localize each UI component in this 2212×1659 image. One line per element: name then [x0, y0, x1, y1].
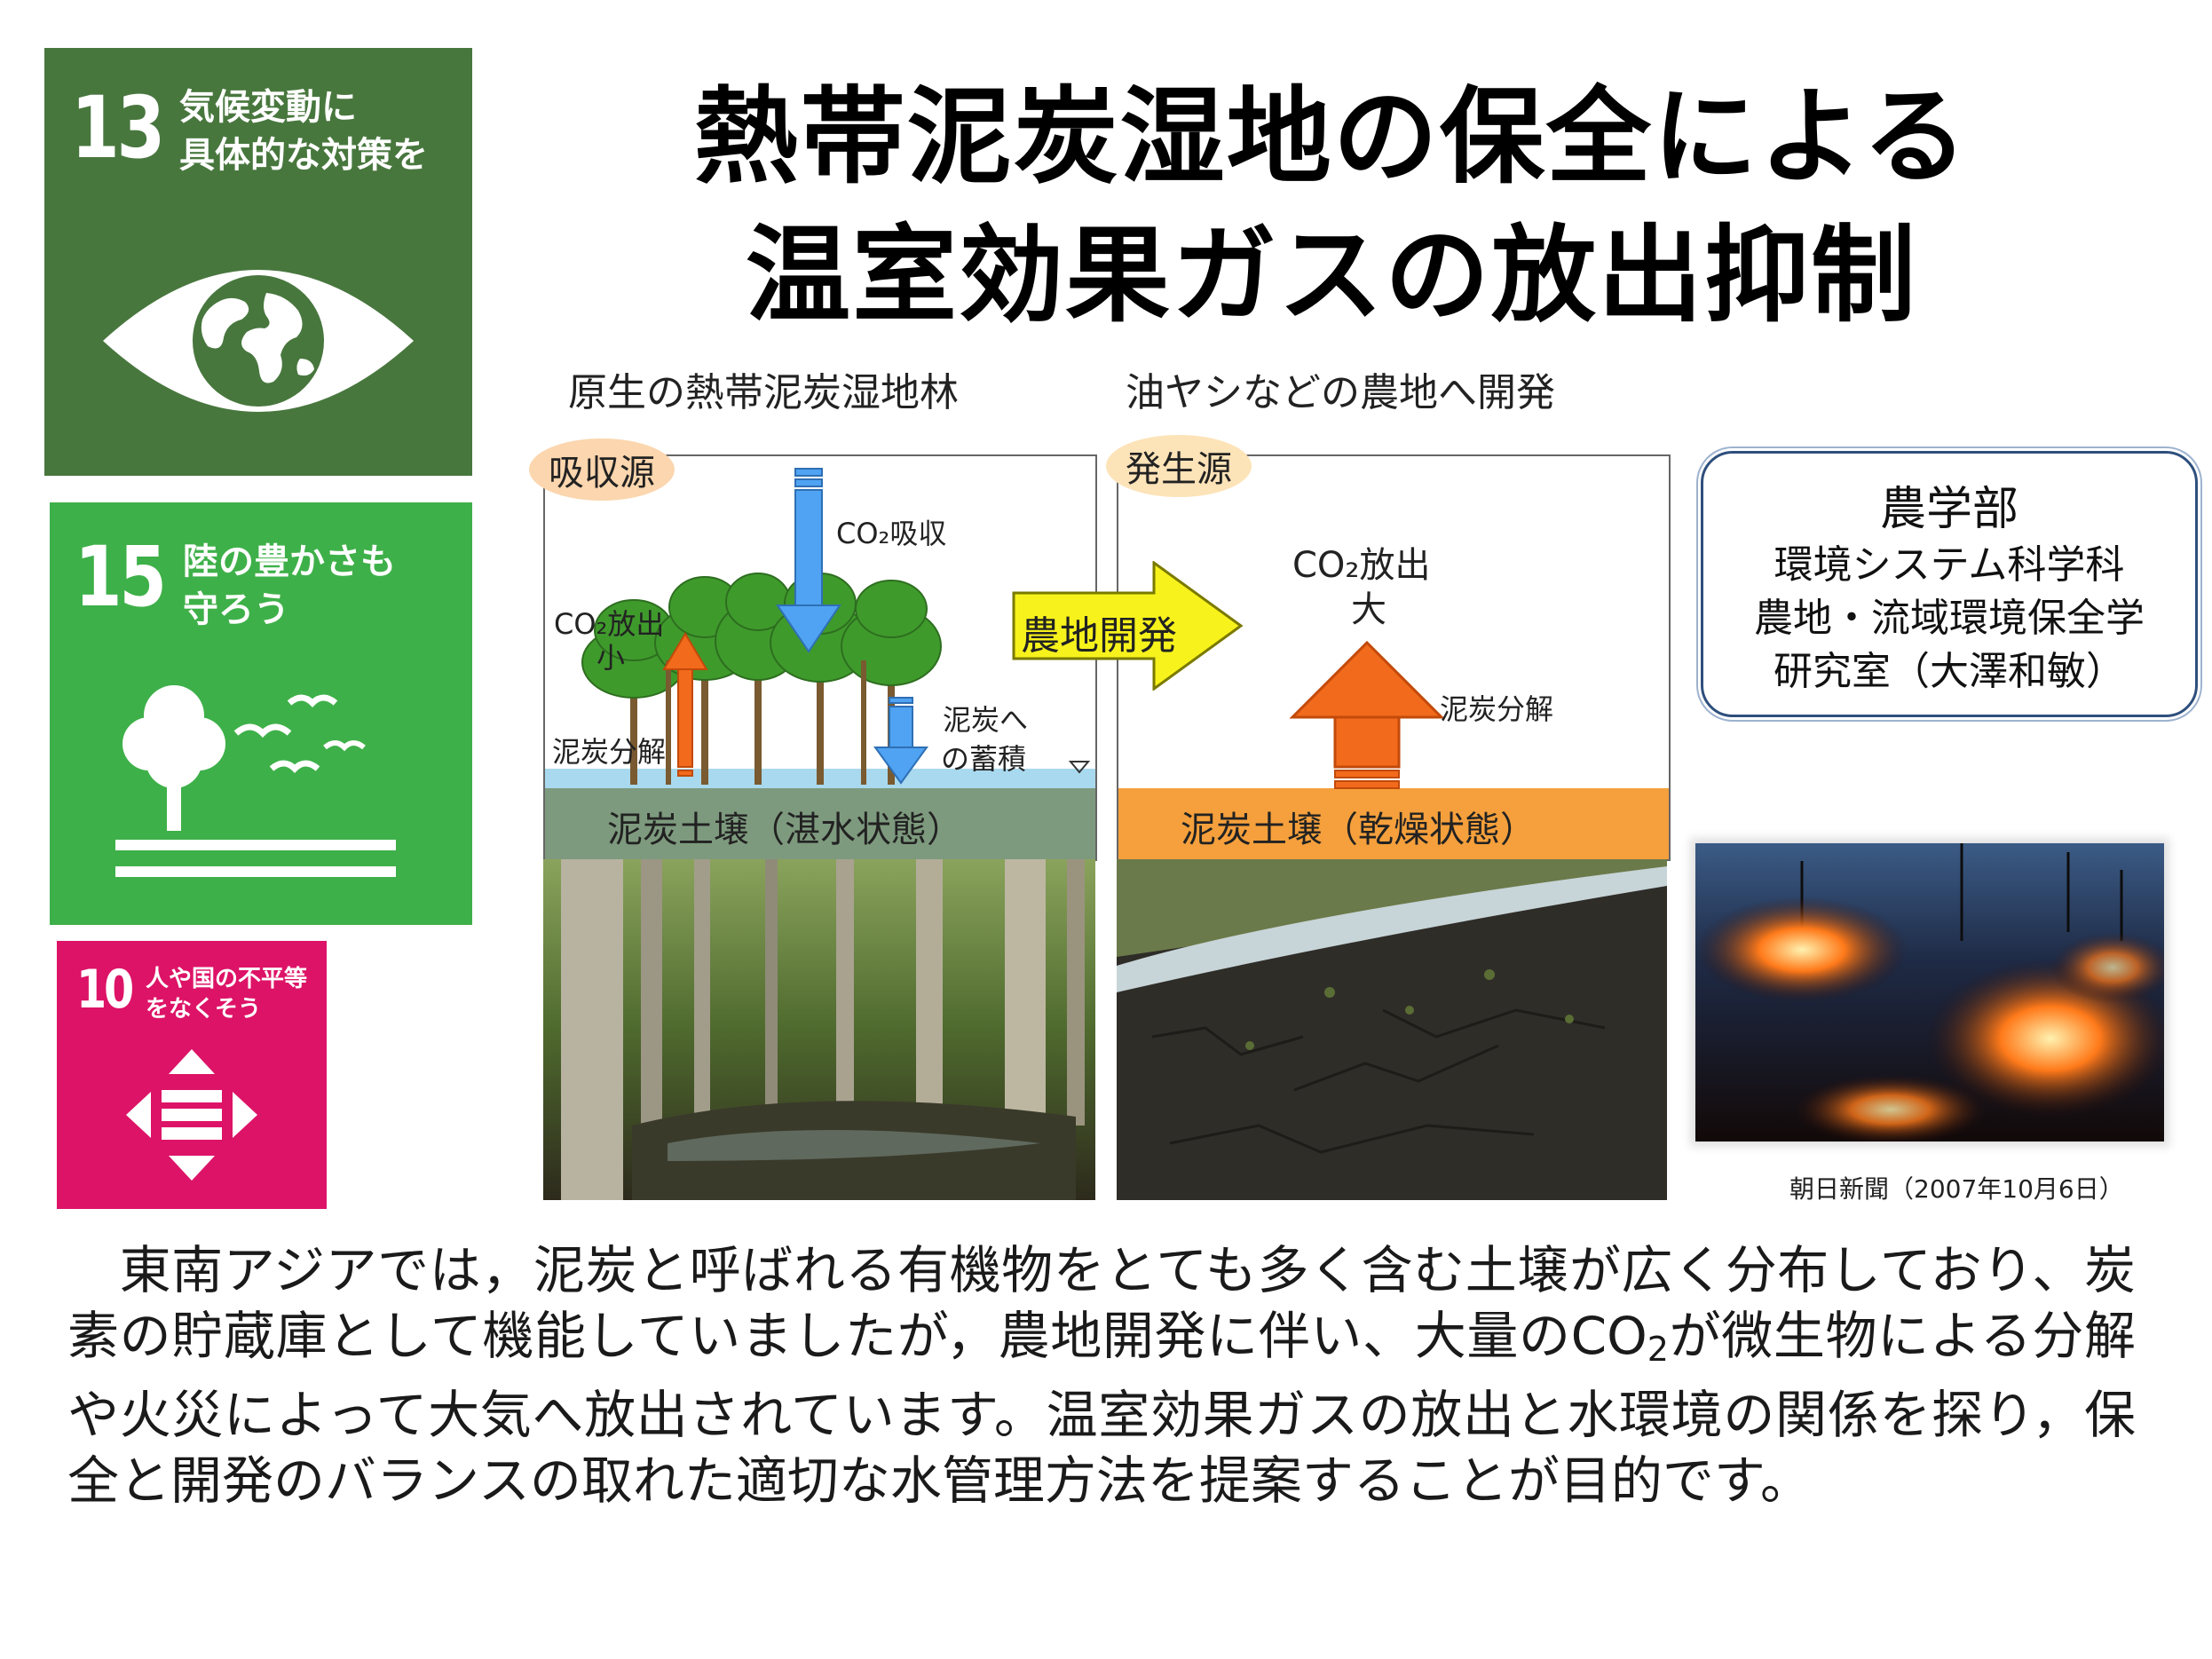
peat-swamp-forest-photo: [543, 859, 1095, 1200]
department-box: 農学部 環境システム科学科 農地・流域環境保全学 研究室（大澤和敏）: [1701, 451, 2198, 717]
co2-emission-small-arrow: [662, 632, 708, 777]
peat-fire-photo: [1695, 843, 2164, 1142]
drained-farmland-photo: [1117, 859, 1667, 1200]
wet-peat-soil-label: 泥炭土壌（湛水状態）: [607, 810, 962, 850]
co2-absorb-label: CO₂吸収: [836, 517, 947, 550]
sdg-10-text: 人や国の不平等 をなくそう: [146, 966, 308, 1023]
paragraph-part-2: が微生物による分解や火災によって大気へ放出されています。温室効果ガスの放出と水環…: [67, 1306, 2136, 1511]
source-badge: 発生源: [1106, 435, 1252, 497]
lab-name: 農地・流域環境保全学: [1754, 596, 2145, 641]
title-line-2: 温室効果ガスの放出抑制: [745, 214, 1917, 336]
paragraph-part-1: 東南アジアでは，泥炭と呼ばれる有機物をとても多く含む土壌が広く分布しており、炭素…: [67, 1240, 2136, 1366]
left-panel-heading: 原生の熱帯泥炭湿地林: [568, 370, 959, 415]
sdg-goal-15-tile: 15 陸の豊かさも 守ろう: [50, 502, 472, 925]
dry-peat-soil-label: 泥炭土壌（乾燥状態）: [1181, 810, 1536, 850]
peat-accumulation-arrow: [873, 697, 928, 785]
accumulation-label-1: 泥炭へ: [943, 703, 1029, 737]
department-name: 環境システム科学科: [1774, 542, 2125, 588]
sdg-goal-10-tile: 10 人や国の不平等 をなくそう: [57, 941, 327, 1209]
co2-absorb-arrow: [776, 468, 841, 653]
sdg-15-text: 陸の豊かさも 守ろう: [183, 541, 396, 630]
title-line-1: 熱帯泥炭湿地の保全による: [693, 75, 1970, 198]
accumulation-label-2: の蓄積: [941, 742, 1027, 776]
faculty-name: 農学部: [1879, 483, 2018, 536]
development-label: 農地開発: [1021, 613, 1177, 659]
development-arrow: [1012, 561, 1244, 691]
right-panel-heading: 油ヤシなどの農地へ開発: [1126, 370, 1555, 415]
paragraph-subscript: 2: [1647, 1330, 1669, 1369]
photo-caption: 朝日新聞（2007年10月6日）: [1789, 1174, 2124, 1204]
co2-emit-amount-large: 大: [1351, 589, 1386, 630]
lab-name-2: 研究室（大澤和敏）: [1774, 649, 2125, 694]
forest-illustration: [545, 468, 1095, 859]
tree-birds-icon: [115, 685, 396, 877]
co2-emit-label-right: CO₂放出: [1292, 545, 1431, 586]
sdg-13-text: 気候変動に 具体的な対策を: [179, 87, 428, 176]
sdg-13-number: 13: [71, 78, 165, 178]
equality-arrows-icon: [126, 1049, 257, 1181]
co2-emit-amount-small: 小: [596, 641, 626, 675]
sdg-15-number: 15: [75, 529, 167, 626]
description-paragraph: 東南アジアでは，泥炭と呼ばれる有機物をとても多く含む土壌が広く分布しており、炭素…: [67, 1237, 2136, 1513]
co2-emit-label-left: CO₂放出: [554, 607, 665, 641]
farmland-diagram-panel: CO₂放出 大 泥炭分解 泥炭土壌（乾燥状態）: [1117, 454, 1671, 861]
eye-globe-icon: [103, 270, 414, 412]
co2-emission-large-arrow: [1289, 640, 1445, 789]
peat-decomposition-label-left: 泥炭分解: [552, 735, 667, 769]
sink-badge: 吸収源: [529, 438, 675, 501]
forest-diagram-panel: CO₂吸収 CO₂放出 小 泥炭分解 泥炭へ の蓄積 泥炭土壌（湛水状態）: [543, 454, 1097, 861]
sdg-goal-13-tile: 13 気候変動に 具体的な対策を: [44, 48, 472, 476]
peat-decomposition-label-right: 泥炭分解: [1440, 692, 1554, 726]
farmland-illustration: [1118, 640, 1669, 859]
sdg-10-number: 10: [76, 959, 134, 1021]
